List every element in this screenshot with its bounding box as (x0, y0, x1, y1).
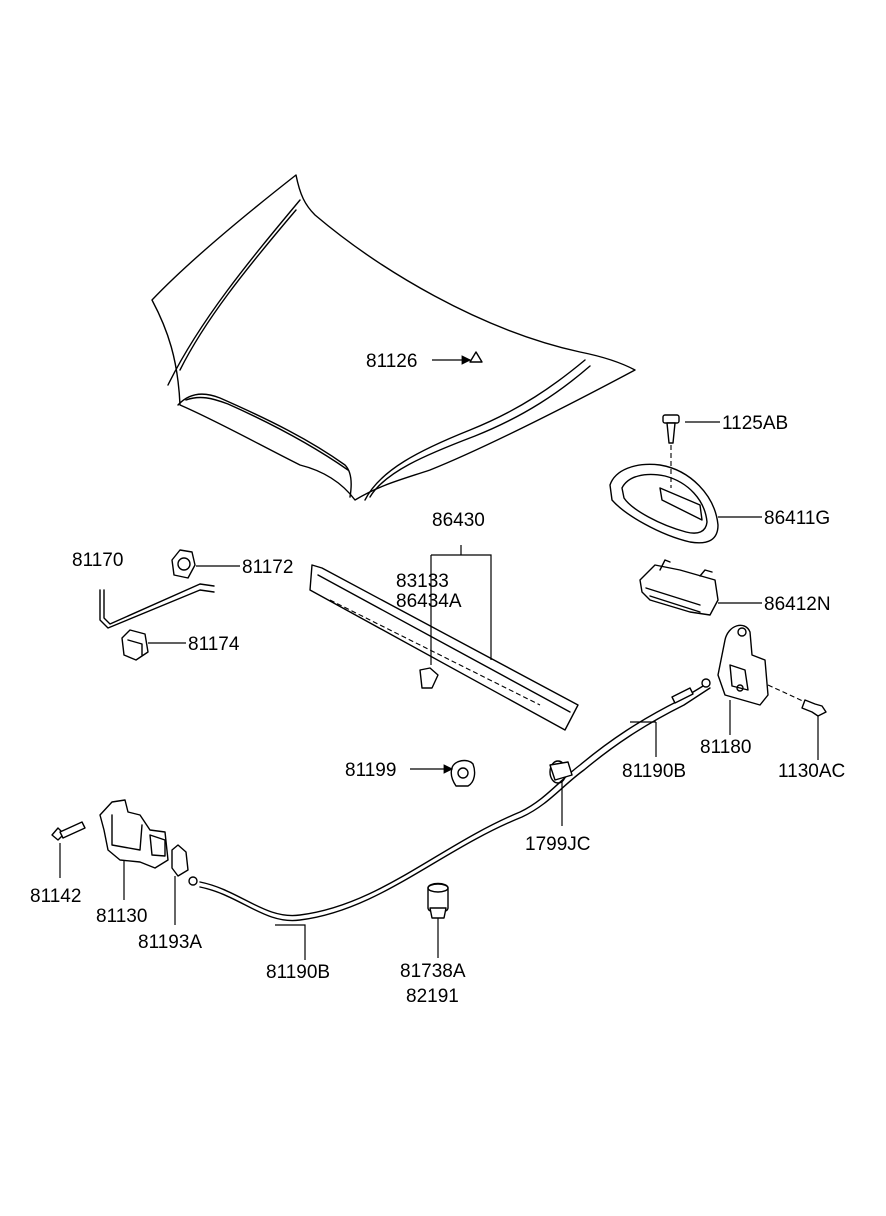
part-86430-group: 86430 83133 86434A (309, 510, 579, 731)
part-81199: 81199 (345, 759, 476, 787)
label-81190B-lower: 81190B (266, 962, 330, 983)
part-81172: 81172 (171, 549, 293, 579)
part-1125AB: 1125AB (662, 413, 788, 488)
part-81193A: 81193A (138, 844, 202, 953)
part-1130AC: 1130AC (767, 684, 845, 782)
label-81193A: 81193A (138, 932, 202, 953)
label-81126: 81126 (366, 351, 417, 372)
part-81190B-cable: 81190B 81190B (188, 678, 711, 983)
part-81170: 81170 (72, 550, 215, 629)
label-86412N: 86412N (764, 594, 831, 615)
label-81142: 81142 (30, 886, 81, 907)
label-86411G: 86411G (764, 508, 830, 529)
label-1130AC: 1130AC (778, 761, 845, 782)
label-81180: 81180 (700, 737, 751, 758)
label-81738A: 81738A (400, 961, 466, 982)
label-81170: 81170 (72, 550, 123, 571)
label-81174: 81174 (188, 634, 240, 655)
label-83133: 83133 (396, 571, 449, 592)
part-81738A: 81738A 82191 (400, 882, 466, 1007)
part-86411G: 86411G (609, 463, 830, 544)
label-1799JC: 1799JC (525, 834, 591, 855)
part-81142: 81142 (30, 821, 86, 907)
part-1799JC: 1799JC (525, 760, 591, 855)
part-81126: 81126 (366, 351, 483, 372)
label-1125AB: 1125AB (722, 413, 788, 434)
part-86412N: 86412N (639, 559, 831, 616)
part-81180: 81180 (700, 624, 769, 758)
label-81199: 81199 (345, 760, 396, 781)
hood-panel (151, 174, 636, 501)
part-81130: 81130 (96, 799, 169, 927)
label-81130: 81130 (96, 906, 147, 927)
part-81174: 81174 (121, 629, 240, 661)
label-86430: 86430 (432, 510, 485, 531)
label-81172: 81172 (242, 557, 293, 578)
label-81190B-upper: 81190B (622, 761, 686, 782)
label-82191: 82191 (406, 986, 459, 1007)
label-86434A: 86434A (396, 591, 462, 612)
